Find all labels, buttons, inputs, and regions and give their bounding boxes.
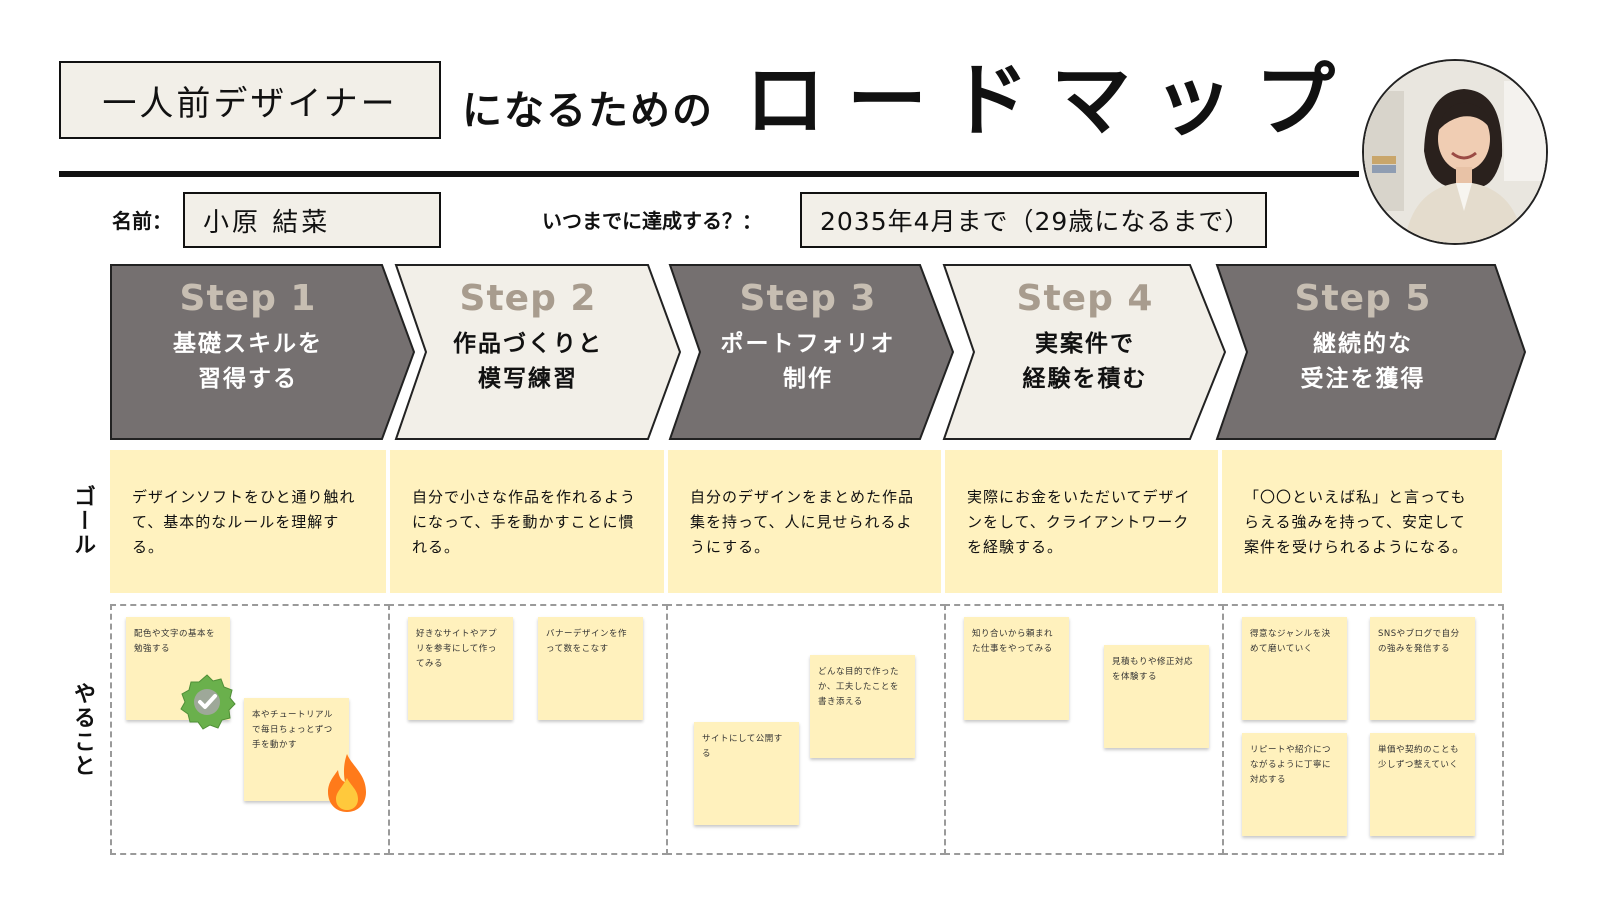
step-number: Step 4 (1016, 278, 1154, 319)
name-label: 名前： (112, 209, 172, 233)
goal-step-1: デザインソフトをひと通り触れて、基本的なルールを理解する。 (110, 450, 386, 593)
sticky-note: 単価や契約のことも少しずつ整えていく (1370, 733, 1475, 836)
step-arrow-5 (1215, 264, 1527, 440)
goal-row-label: ゴール (70, 485, 95, 557)
deadline-label: いつまでに達成する？： (542, 209, 762, 233)
todo-column-5 (1222, 604, 1504, 855)
step-number: Step 3 (739, 278, 877, 319)
step-2: Step 2 作品づくりと 模写練習 (398, 264, 658, 439)
goal-step-2: 自分で小さな作品を作れるようになって、手を動かすことに慣れる。 (390, 450, 664, 593)
title-underline (59, 171, 1359, 177)
step-title: 作品づくりと 模写練習 (453, 331, 603, 392)
deadline-field: 2035年4月まで（29歳になるまで） (800, 192, 1267, 248)
goal-step-5: 「〇〇といえば私」と言ってもらえる強みを持って、安定して案件を受けられるようにな… (1222, 450, 1502, 593)
goal-step-3: 自分のデザインをまとめた作品集を持って、人に見せられるようにする。 (668, 450, 941, 593)
step-arrows (110, 264, 1527, 440)
sticky-note: 得意なジャンルを決めて磨いていく (1242, 617, 1347, 720)
sticky-note: バナーデザインを作って数をこなす (538, 617, 643, 720)
sticky-note: リピートや紹介につながるように丁寧に対応する (1242, 733, 1347, 836)
step-3: Step 3 ポートフォリオ 制作 (678, 264, 938, 439)
sticky-note: 好きなサイトやアプリを参考にして作ってみる (408, 617, 513, 720)
step-title: 基礎スキルを 習得する (173, 331, 323, 392)
name-field: 小原 結菜 (183, 192, 441, 248)
page-title: ロードマップ (745, 54, 1357, 147)
step-arrow-4 (942, 264, 1227, 440)
step-4: Step 4 実案件で 経験を積む (955, 264, 1215, 439)
step-arrow-1 (110, 264, 416, 440)
sticky-note: 知り合いから頼まれた仕事をやってみる (964, 617, 1069, 720)
step-title: ポートフォリオ 制作 (720, 331, 896, 392)
title-subtext: になるための (462, 88, 714, 134)
step-title: 実案件で 経験を積む (1022, 331, 1148, 392)
goal-step-4: 実際にお金をいただいてデザインをして、クライアントワークを経験する。 (945, 450, 1218, 593)
fire-icon (328, 754, 366, 812)
step-number: Step 1 (179, 278, 317, 319)
step-arrow-2 (394, 264, 682, 440)
sticky-note: 見積もりや修正対応を体験する (1104, 645, 1209, 748)
avatar (1362, 59, 1548, 245)
step-arrow-3 (668, 264, 955, 440)
checkmark-badge-icon (180, 674, 236, 730)
todo-row-label: やること (70, 682, 95, 778)
sticky-note: サイトにして公開する (694, 722, 799, 825)
sticky-note: SNSやブログで自分の強みを発信する (1370, 617, 1475, 720)
sticky-note: どんな目的で作ったか、工夫したことを書き添える (810, 655, 915, 758)
step-number: Step 2 (459, 278, 597, 319)
title-box: 一人前デザイナー (59, 61, 441, 139)
step-1: Step 1 基礎スキルを 習得する (118, 264, 378, 439)
step-number: Step 5 (1294, 278, 1432, 319)
step-title: 継続的な 受注を獲得 (1300, 331, 1426, 392)
step-5: Step 5 継続的な 受注を獲得 (1233, 264, 1493, 439)
